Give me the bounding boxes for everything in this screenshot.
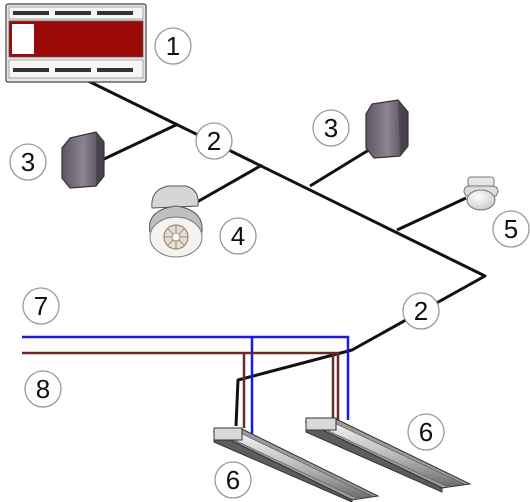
bus-branch-ceiling-detector [189,163,263,208]
callout-8-label: 8 [36,374,50,404]
wall-sensor-icon [61,131,105,189]
callout-3-label: 3 [21,147,35,177]
callout-5-label: 5 [504,214,518,244]
callout-2b-label: 2 [414,296,428,326]
din-rail-controller-icon [5,3,147,83]
callout-2-label: 2 [207,126,221,156]
callout-3: 3 [9,143,47,181]
callout-1: 1 [154,27,192,65]
callout-4-label: 4 [231,221,245,251]
callout-8: 8 [24,370,62,408]
ceiling-presence-detector-icon [149,185,203,258]
bus-main-line [77,74,487,427]
callout-7: 7 [22,287,60,325]
callout-1-label: 1 [166,31,180,61]
callout-7-label: 7 [34,291,48,321]
dome-sensor-icon [463,176,499,211]
bus-branch-sensor-left [101,122,179,162]
linear-luminaire-icon [304,417,472,493]
linear-luminaire-icon [212,427,380,502]
mains-blue-line [22,335,350,420]
callout-2: 2 [195,122,233,160]
callout-6b-label: 6 [226,465,240,495]
bus-branch-dome-sensor [396,196,467,232]
mains-brown-line [22,351,340,421]
bus-branch-sensor-right [309,146,373,188]
bus-cabling [77,74,487,427]
callout-5: 5 [492,210,530,248]
callout-6: 6 [407,413,445,451]
callout-3b-label: 3 [324,113,338,143]
callout-4: 4 [219,217,257,255]
callout-2: 2 [402,292,440,330]
callout-6-label: 6 [419,417,433,447]
callout-6: 6 [214,461,252,499]
wall-sensor-icon [365,99,409,159]
mains-cabling [22,335,350,437]
callout-3: 3 [312,109,350,147]
